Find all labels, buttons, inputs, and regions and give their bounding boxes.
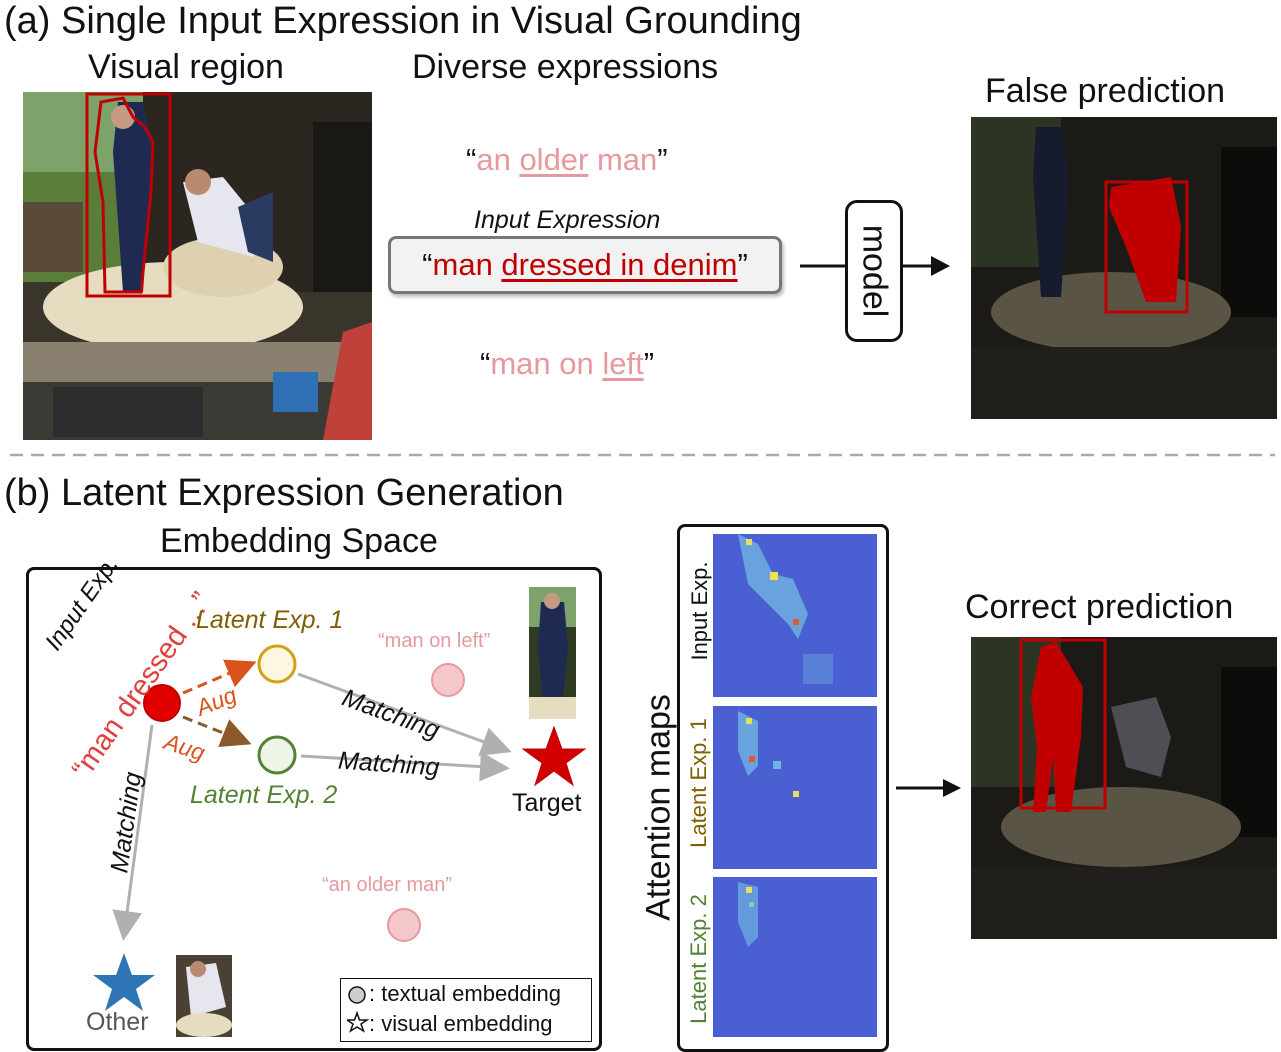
legend: : textual embedding : visual embedding — [340, 978, 592, 1042]
target-thumbnail — [529, 587, 576, 719]
other-star — [93, 953, 155, 1011]
attn-latent-1-label: Latent Exp. 1 — [686, 718, 711, 848]
model-box: model — [845, 200, 903, 342]
legend-textual: : textual embedding — [369, 981, 562, 1006]
attn-map-latent-1 — [713, 706, 877, 869]
legend-circle-icon — [348, 986, 366, 1004]
section-divider — [10, 453, 1275, 457]
attention-maps-label: Attention maps — [639, 694, 678, 921]
visual-region-photo — [23, 92, 372, 440]
attn-input-label: Input Exp. — [687, 561, 712, 661]
an-older-man-node — [387, 908, 421, 942]
attn-latent-2-label: Latent Exp. 2 — [686, 894, 711, 1024]
latent-exp-2-label: Latent Exp. 2 — [190, 781, 338, 809]
false-prediction-label: False prediction — [985, 72, 1226, 110]
input-expression-caption: Input Expression — [474, 206, 661, 234]
target-star — [521, 725, 587, 787]
other-thumbnail — [176, 955, 232, 1037]
latent-exp-2-node — [257, 735, 297, 775]
matching-arrow-3 — [112, 724, 154, 941]
man-on-left-text: “man on left” — [378, 630, 491, 652]
legend-visual: : visual embedding — [369, 1011, 553, 1036]
legend-star-icon — [347, 1010, 369, 1033]
aug-arrow-2 — [182, 715, 252, 748]
legend-symbols — [347, 986, 369, 1033]
model-arrow — [800, 256, 950, 276]
section-a-title: (a) Single Input Expression in Visual Gr… — [4, 0, 802, 42]
visual-region-label: Visual region — [88, 48, 284, 86]
man-on-left-node — [431, 663, 465, 697]
input-exp-node — [143, 684, 181, 722]
input-expression-box: “man dressed in denim” — [388, 236, 782, 294]
embedding-space-panel — [26, 567, 602, 1051]
expr-older-man: “an older man” — [466, 142, 668, 177]
embedding-space-label: Embedding Space — [160, 522, 438, 560]
aug-arrow-1 — [182, 659, 257, 695]
diverse-expressions-label: Diverse expressions — [412, 48, 719, 86]
attn-map-input — [713, 534, 877, 697]
other-label: Other — [86, 1008, 149, 1036]
an-older-man-text: “an older man” — [322, 874, 453, 896]
matching-arrow-2 — [300, 751, 510, 782]
section-b-title: (b) Latent Expression Generation — [4, 472, 564, 514]
latent-exp-1-label: Latent Exp. 1 — [196, 606, 344, 634]
latent-exp-1-node — [257, 644, 297, 684]
attn-map-latent-2 — [713, 877, 877, 1037]
target-label: Target — [512, 789, 582, 817]
correct-prediction-label: Correct prediction — [965, 588, 1234, 626]
correct-prediction-image — [971, 637, 1277, 939]
expr-man-on-left: “man on left” — [480, 346, 655, 381]
embedding-diagram — [93, 587, 587, 1037]
matching-arrow-1 — [297, 672, 512, 756]
false-prediction-image — [971, 117, 1277, 419]
result-arrow — [896, 779, 961, 797]
